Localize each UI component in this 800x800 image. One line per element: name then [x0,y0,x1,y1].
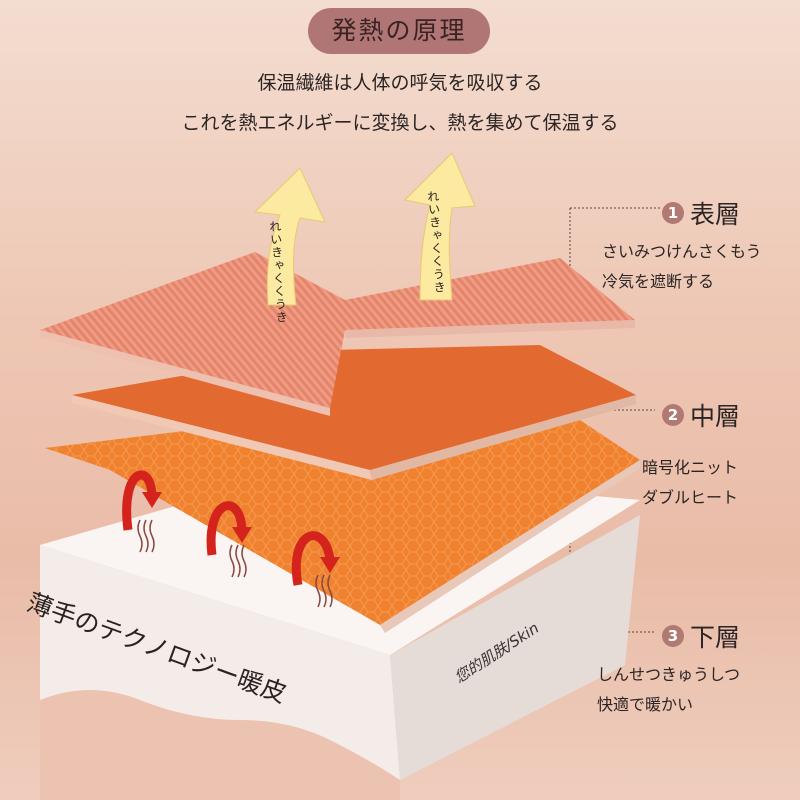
desc-line: さいみつけんさくもう [602,242,762,261]
layer-1-desc: さいみつけんさくもう 冷気を遮断する [602,237,762,297]
desc-line: 快適で暖かい [597,695,694,714]
subtitle-line-1: 保温繊維は人体の呼気を吸収する [257,72,543,94]
number-badge: 2 [662,404,684,426]
layer-1-label: 1 表層 [662,195,740,231]
top-layer [40,252,635,408]
desc-line: ダブルヒート [642,488,739,507]
layer-name: 中層 [690,402,741,431]
desc-line: しんせつきゅうしつ [597,665,741,684]
desc-line: 暗号化ニット [642,458,739,477]
lower-layer [45,418,640,625]
layer-3-label: 3 下層 [662,618,740,654]
desc-line: 冷気を遮断する [602,272,715,291]
number-badge: 1 [662,202,684,224]
cool-air-arrow-1 [253,167,326,306]
layer-2-label: 2 中層 [662,397,740,433]
layer-3-desc: しんせつきゅうしつ 快適で暖かい [597,660,740,720]
layer-2-desc: 暗号化ニット ダブルヒート [642,453,738,513]
heat-arrows [122,470,335,586]
title-badge: 発熱の原理 [308,8,490,54]
cool-air-arrow-2 [403,152,476,301]
layer-name: 表層 [690,200,741,229]
layer-name: 下層 [690,623,741,652]
heat-wave-icons [137,519,333,608]
subtitle-line-2: これを熱エネルギーに変換し、熱を集めて保温する [181,112,619,134]
number-badge: 3 [662,625,684,647]
